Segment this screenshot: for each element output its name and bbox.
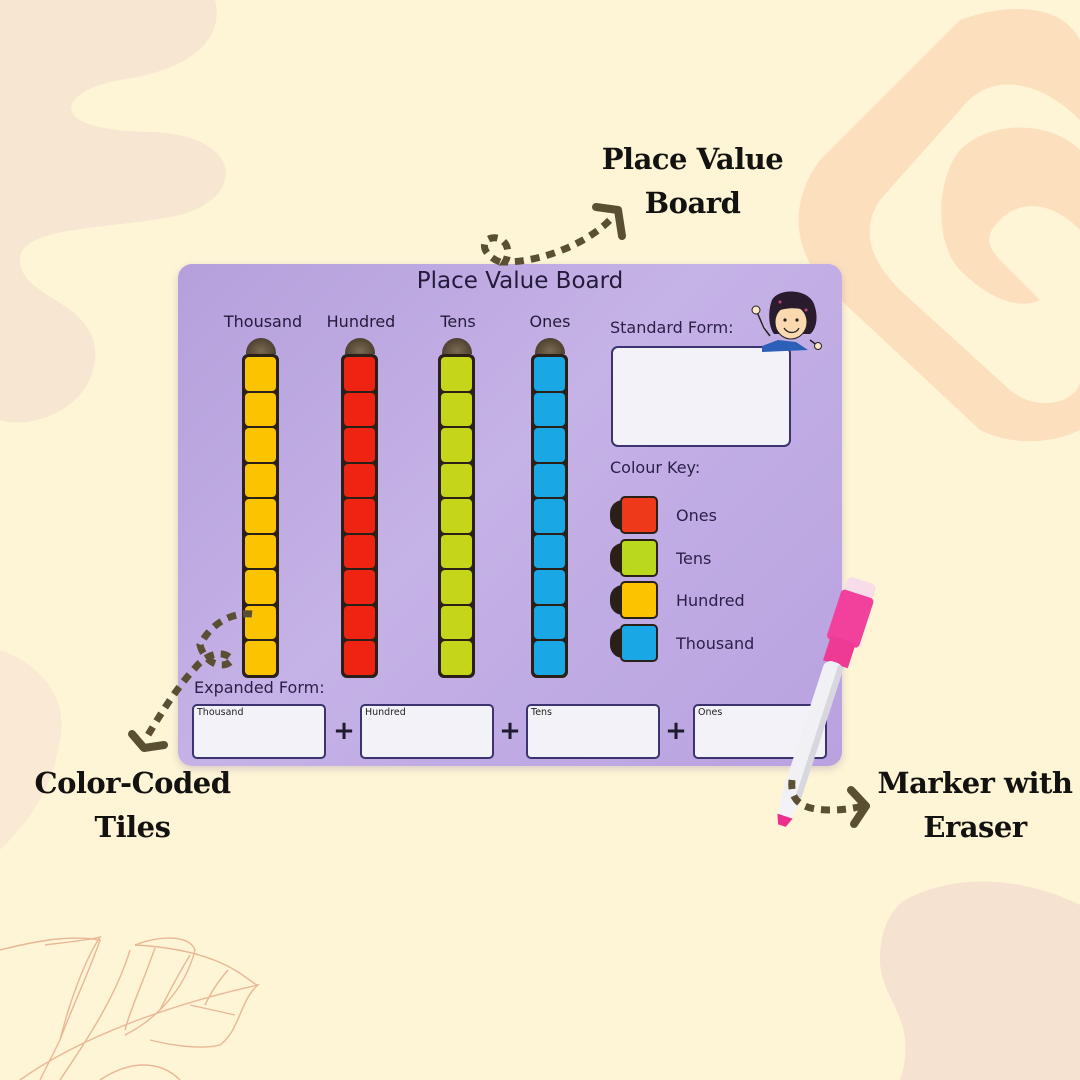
number-tile[interactable]	[344, 428, 375, 462]
board-title: Place Value Board	[416, 268, 624, 294]
number-tile[interactable]	[344, 534, 375, 568]
colour-swatch-icon	[610, 624, 660, 662]
column-slot-icon	[344, 338, 375, 354]
number-tile[interactable]	[344, 357, 375, 391]
number-tile[interactable]	[534, 534, 565, 568]
number-tile[interactable]	[534, 463, 565, 497]
expanded-box-caption: Ones	[698, 707, 723, 718]
number-tile[interactable]	[245, 357, 276, 391]
number-tile[interactable]	[344, 605, 375, 639]
colour-key-item-ones: Ones	[610, 496, 717, 534]
number-tile[interactable]	[441, 357, 472, 391]
callout-line: Eraser	[923, 810, 1027, 844]
arrow-to-board-label	[481, 217, 613, 266]
colour-key-item-hundred: Hundred	[610, 581, 745, 619]
number-tile[interactable]	[441, 463, 472, 497]
column-slot-icon	[245, 338, 276, 354]
callout-line: Color-Coded	[34, 766, 231, 800]
plus-sign: +	[665, 716, 687, 746]
expanded-box-ones[interactable]: Ones	[693, 704, 827, 759]
expanded-box-caption: Tens	[531, 707, 553, 718]
tile-stack	[531, 354, 568, 678]
number-tile[interactable]	[245, 534, 276, 568]
standard-form-label: Standard Form:	[610, 318, 734, 337]
expanded-box-thousand[interactable]: Thousand	[192, 704, 326, 759]
number-tile[interactable]	[441, 499, 472, 533]
colour-key-text: Thousand	[676, 633, 755, 653]
number-tile[interactable]	[344, 570, 375, 604]
plus-sign: +	[333, 716, 355, 746]
column-slot-icon	[441, 338, 472, 354]
arrow-to-marker-label	[788, 779, 863, 814]
arrowhead-icon	[128, 730, 168, 752]
number-tile[interactable]	[344, 463, 375, 497]
callout-line: Place Value	[601, 142, 784, 176]
colour-key-label: Colour Key:	[610, 458, 701, 477]
arrowhead-icon	[847, 786, 870, 828]
number-tile[interactable]	[441, 534, 472, 568]
number-tile[interactable]	[344, 641, 375, 675]
column-label-hundred: Hundred	[326, 312, 396, 331]
colour-key-item-tens: Tens	[610, 539, 711, 577]
number-tile[interactable]	[245, 392, 276, 426]
number-tile[interactable]	[441, 641, 472, 675]
number-tile[interactable]	[534, 357, 565, 391]
background-blob-bottom-right	[880, 881, 1080, 1080]
tile-stack	[341, 354, 378, 678]
place-value-board: Place Value Board Thousand Hundred Tens …	[178, 264, 842, 766]
tile-column-ones	[531, 338, 568, 678]
colour-key-item-thousand: Thousand	[610, 624, 754, 662]
column-label-thousand: Thousand	[223, 312, 303, 331]
tile-column-tens	[438, 338, 475, 678]
number-tile[interactable]	[441, 392, 472, 426]
number-tile[interactable]	[344, 392, 375, 426]
callout-line: Marker with	[877, 766, 1073, 800]
number-tile[interactable]	[534, 605, 565, 639]
callout-marker-with-eraser: Marker with Eraser	[870, 761, 1080, 849]
standard-form-box[interactable]	[611, 346, 791, 447]
background-spiral-inner	[941, 127, 1080, 304]
number-tile[interactable]	[344, 499, 375, 533]
number-tile[interactable]	[534, 392, 565, 426]
number-tile[interactable]	[534, 570, 565, 604]
number-tile[interactable]	[441, 570, 472, 604]
colour-swatch-icon	[610, 539, 660, 577]
tile-stack	[242, 354, 279, 678]
expanded-box-caption: Thousand	[197, 707, 244, 718]
number-tile[interactable]	[441, 428, 472, 462]
callout-line: Tiles	[94, 810, 171, 844]
number-tile[interactable]	[245, 499, 276, 533]
expanded-form-label: Expanded Form:	[194, 678, 325, 697]
column-slot-icon	[534, 338, 565, 354]
number-tile[interactable]	[245, 570, 276, 604]
leaf-outline-icon	[0, 935, 260, 1080]
expanded-box-caption: Hundred	[365, 707, 406, 718]
expanded-box-hundred[interactable]: Hundred	[360, 704, 494, 759]
tile-column-thousand	[242, 338, 279, 678]
number-tile[interactable]	[534, 428, 565, 462]
colour-swatch-icon	[610, 496, 660, 534]
girl-mascot-icon	[751, 291, 822, 352]
number-tile[interactable]	[534, 641, 565, 675]
number-tile[interactable]	[245, 605, 276, 639]
callout-color-coded-tiles: Color-Coded Tiles	[20, 761, 245, 849]
number-tile[interactable]	[441, 605, 472, 639]
column-label-tens: Tens	[440, 312, 476, 331]
plus-sign: +	[499, 716, 521, 746]
number-tile[interactable]	[245, 463, 276, 497]
callout-place-value-board: Place Value Board	[590, 137, 795, 225]
column-label-ones: Ones	[529, 312, 571, 331]
tile-column-hundred	[341, 338, 378, 678]
expanded-box-tens[interactable]: Tens	[526, 704, 660, 759]
colour-key-text: Tens	[676, 548, 712, 568]
number-tile[interactable]	[534, 499, 565, 533]
colour-swatch-icon	[610, 581, 660, 619]
callout-line: Board	[644, 186, 741, 220]
colour-key-text: Ones	[676, 505, 717, 525]
tile-stack	[438, 354, 475, 678]
number-tile[interactable]	[245, 428, 276, 462]
colour-key-text: Hundred	[676, 590, 745, 610]
number-tile[interactable]	[245, 641, 276, 675]
